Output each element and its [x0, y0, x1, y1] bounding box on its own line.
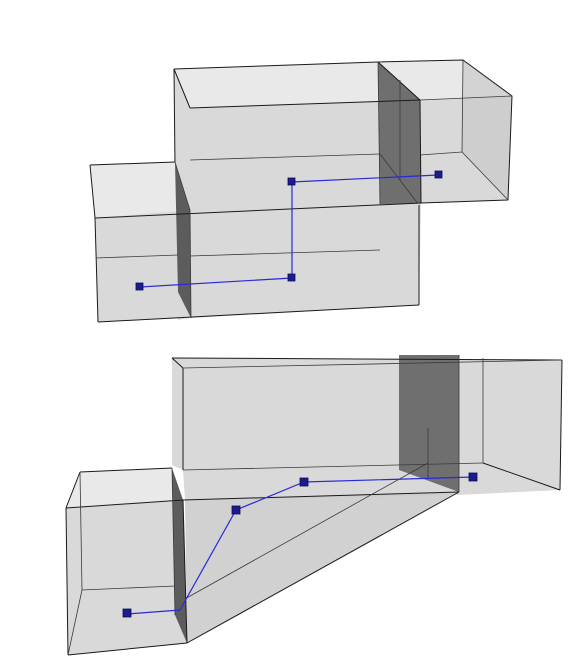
upper-large-box-edge: [419, 99, 422, 204]
upper-front-left-face: [95, 210, 191, 322]
lower-front-box-edge: [67, 642, 188, 656]
lower-large-box-edge: [182, 359, 563, 369]
upper-large-box-edge: [377, 61, 381, 206]
upper-front-box-edge: [189, 209, 192, 319]
upper-dark-panel: [378, 62, 421, 205]
upper-front-right-face: [190, 203, 421, 318]
upper-route: [135, 170, 443, 291]
lower-large-box-edge: [559, 359, 563, 491]
upper-large-box-top: [174, 62, 420, 108]
upper-front-box-edge: [189, 249, 381, 257]
upper-large-box-edge: [379, 153, 420, 206]
lower-front-box-edge: [79, 471, 83, 591]
upper-front-box-edge: [94, 202, 422, 219]
lower-sloped-duct: [182, 462, 460, 644]
upper-route-node: [287, 177, 296, 186]
lower-large-box: [171, 355, 563, 500]
lower-large-box-back: [172, 358, 562, 500]
lower-front-box-edge: [79, 467, 173, 473]
upper-route-node: [135, 282, 144, 291]
lower-front-box-top: [66, 468, 183, 508]
lower-route-node: [122, 608, 132, 618]
upper-front-box-edge: [97, 304, 420, 323]
lower-route-node: [468, 472, 478, 482]
upper-right-box-edge: [419, 95, 513, 101]
upper-route-node: [434, 170, 443, 179]
lower-route: [122, 472, 478, 618]
lower-assembly: [65, 355, 563, 656]
upper-large-box-edge: [189, 153, 381, 161]
upper-front-box: [89, 161, 422, 323]
lower-dark-panel: [399, 355, 459, 492]
lower-front-box-edge: [67, 589, 83, 656]
upper-assembly: [89, 59, 513, 323]
lower-large-box-edge: [171, 357, 563, 361]
lower-front-box-face: [66, 500, 187, 655]
lower-large-box-edge: [182, 462, 484, 471]
lower-front-box-edge: [81, 585, 176, 591]
upper-right-box-edge: [461, 59, 464, 153]
lower-large-box-edge: [171, 357, 184, 369]
upper-front-box-top: [90, 162, 190, 218]
upper-route-node: [287, 273, 296, 282]
lower-sloped-edge: [182, 462, 429, 601]
lower-front-box-edge: [65, 507, 69, 656]
upper-large-box-edge: [189, 99, 421, 109]
upper-right-box-edge: [461, 151, 509, 201]
upper-right-box-edge: [419, 151, 463, 156]
upper-large-box-edge: [377, 61, 421, 101]
upper-front-box-edge: [89, 164, 96, 219]
upper-large-box-edge: [173, 68, 176, 166]
upper-large-box-edge: [173, 61, 379, 70]
lower-front-box: [65, 467, 188, 656]
upper-front-box-edge: [174, 161, 191, 211]
upper-route-line: [139, 174, 439, 288]
lower-front-box-edge: [171, 467, 176, 616]
upper-large-box-edge: [173, 68, 191, 109]
lower-front-box-edge: [65, 499, 184, 509]
lower-large-box-edge: [482, 462, 561, 491]
upper-right-box: [377, 59, 513, 204]
lower-route-node: [231, 505, 241, 515]
upper-front-box-edge: [95, 254, 179, 259]
lower-front-box-edge: [182, 499, 188, 644]
lower-front-box-edge: [65, 471, 81, 509]
lower-sloped-edge: [182, 491, 460, 501]
upper-front-box-edge: [94, 217, 99, 323]
lower-sloped-edge: [186, 491, 460, 644]
upper-front-box-edge: [89, 161, 176, 166]
lower-route-node: [299, 477, 309, 487]
